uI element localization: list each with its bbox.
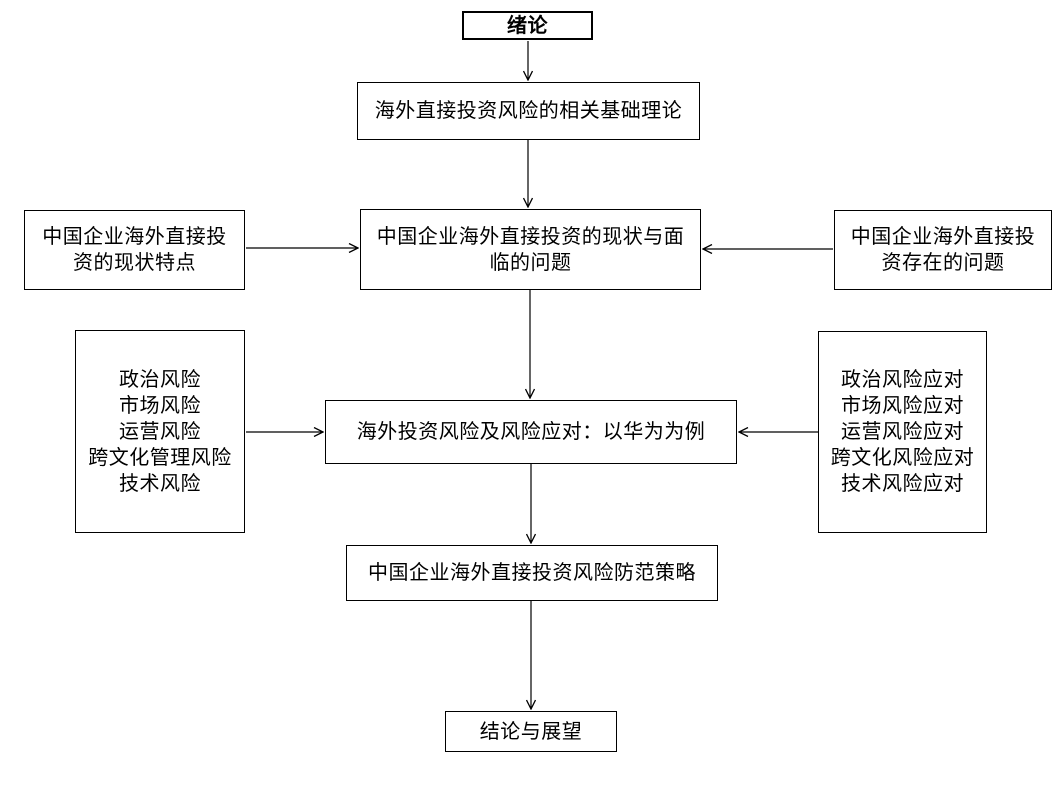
node-status-characteristics-line1: 中国企业海外直接投 [42,226,227,248]
node-huawei-case-label: 海外投资风险及风险应对：以华为为例 [356,421,706,443]
node-prevention-strategy-label: 中国企业海外直接投资风险防范策略 [368,562,696,584]
response-item-market: 市场风险应对 [841,395,964,417]
node-basic-theory-label: 海外直接投资风险的相关基础理论 [374,100,683,122]
node-conclusion-outlook-label: 结论与展望 [479,720,583,743]
node-existing-problems-line1: 中国企业海外直接投 [850,226,1036,248]
node-conclusion-outlook: 结论与展望 [445,711,617,752]
node-existing-problems: 中国企业海外直接投 资存在的问题 [834,210,1052,290]
node-risk-types-list: 政治风险 市场风险 运营风险 跨文化管理风险 技术风险 [75,330,245,533]
node-introduction-label: 绪论 [507,14,548,37]
risk-item-market: 市场风险 [119,394,201,417]
risk-item-technology: 技术风险 [119,472,201,495]
node-prevention-strategy: 中国企业海外直接投资风险防范策略 [346,545,718,601]
response-item-crosscultural: 跨文化风险应对 [830,447,975,469]
node-basic-theory: 海外直接投资风险的相关基础理论 [357,82,700,140]
node-huawei-case: 海外投资风险及风险应对：以华为为例 [325,400,737,464]
risk-item-crosscultural: 跨文化管理风险 [88,446,232,469]
response-item-operation: 运营风险应对 [841,421,964,443]
node-status-characteristics-line2: 资的现状特点 [73,252,196,274]
node-risk-responses-list: 政治风险应对 市场风险应对 运营风险应对 跨文化风险应对 技术风险应对 [818,331,987,533]
node-introduction: 绪论 [462,11,593,40]
node-existing-problems-line2: 资存在的问题 [881,252,1005,274]
node-status-characteristics: 中国企业海外直接投 资的现状特点 [24,210,245,290]
response-item-political: 政治风险应对 [841,369,964,391]
response-item-technology: 技术风险应对 [841,473,964,495]
risk-item-political: 政治风险 [119,368,201,391]
node-status-and-problems: 中国企业海外直接投资的现状与面 临的问题 [360,209,701,290]
node-status-and-problems-line2: 临的问题 [489,251,572,274]
node-status-and-problems-line1: 中国企业海外直接投资的现状与面 [376,225,685,248]
risk-item-operation: 运营风险 [119,420,201,443]
